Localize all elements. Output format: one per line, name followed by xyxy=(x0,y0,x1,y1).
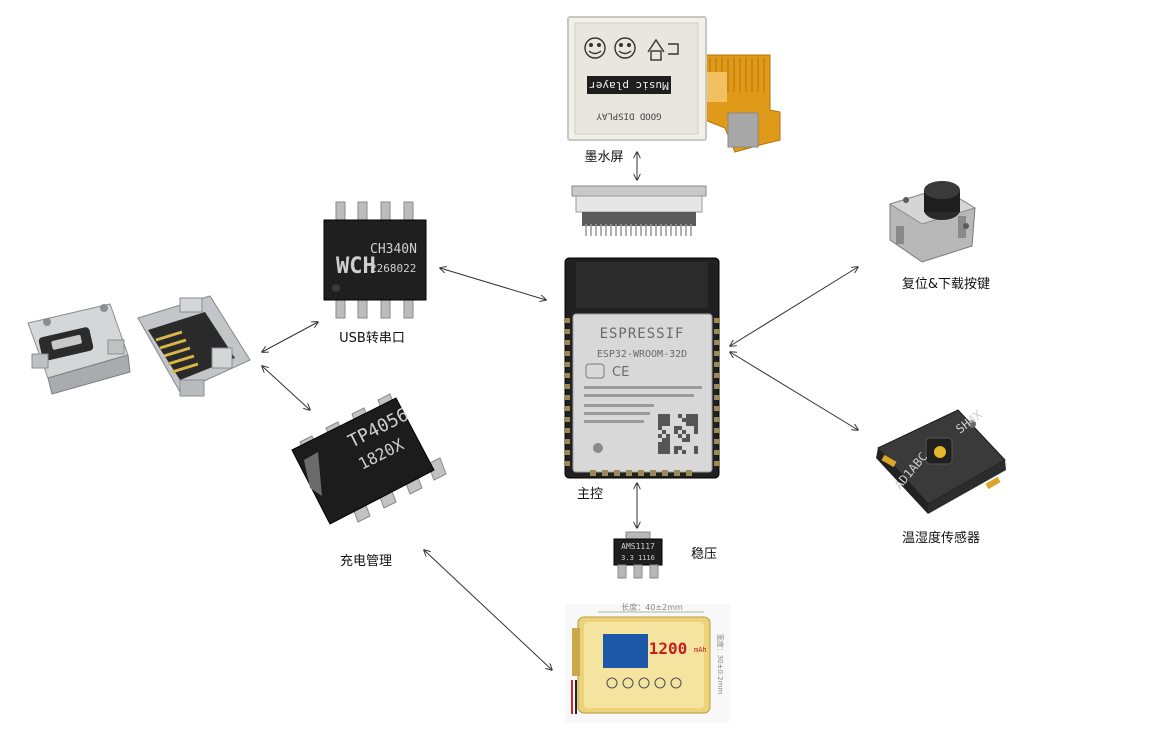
ch340-date: 2268022 xyxy=(370,262,416,275)
arrow-usbserial-mcu xyxy=(440,268,546,300)
regulator-label: 稳压 xyxy=(691,546,717,562)
usb-serial-label: USB转串口 xyxy=(339,331,405,346)
esp-model: ESP32-WROOM-32D xyxy=(597,349,687,360)
micro-usb-connector-image xyxy=(27,295,251,397)
svg-text:CE: CE xyxy=(612,365,629,380)
eink-display-image: Music player GOOD DISPLAY xyxy=(567,16,781,153)
arrow-usb-usbserial xyxy=(262,322,318,352)
connection-arrows xyxy=(262,152,858,670)
wifi-icon xyxy=(585,363,605,379)
lipo-battery-image: 1200 mAh 长度：40±2mm 宽度：30±0.2mm xyxy=(565,602,730,722)
smiley-icon xyxy=(584,37,606,59)
mcu-label: 主控 xyxy=(577,487,603,502)
fpc-connector-image xyxy=(571,185,707,236)
reset-download-button-label: 复位&下载按键 xyxy=(902,277,990,292)
eink-footer-text: GOOD DISPLAY xyxy=(596,111,662,121)
tactile-button-image xyxy=(888,181,977,263)
ch340-model: CH340N xyxy=(370,242,417,257)
ch340-logo: WCH xyxy=(336,254,376,279)
charger-label: 充电管理 xyxy=(340,553,392,569)
eink-banner-text: Music player xyxy=(589,79,669,92)
qr-code-icon xyxy=(658,414,698,454)
ams1117-regulator-image: AMS1117 3.3 1116 xyxy=(613,531,663,579)
battery-capacity: 1200 xyxy=(649,639,688,658)
tp4056-chip-image: TP4056 1820X xyxy=(291,393,447,525)
battery-length-dim: 长度：40±2mm xyxy=(621,602,683,612)
ams1117-rating: 3.3 1116 xyxy=(621,554,655,562)
sensor-label: 温湿度传感器 xyxy=(902,530,980,546)
ch340n-chip-image: WCH CH340N 2268022 xyxy=(323,201,427,319)
arrow-charger-battery xyxy=(424,550,552,670)
esp-brand: ESPRESSIF xyxy=(600,326,685,342)
arrow-usb-charger xyxy=(262,366,310,410)
esp32-module-image: ESPRESSIF ESP32-WROOM-32D CE xyxy=(564,257,720,479)
battery-width-dim: 宽度：30±0.2mm xyxy=(716,634,725,695)
arrow-mcu-button xyxy=(730,267,858,346)
ce-mark-icon: CE xyxy=(612,365,629,380)
home-icon xyxy=(647,38,679,61)
battery-certification-icons xyxy=(606,677,682,689)
eink-label: 墨水屏 xyxy=(584,150,623,165)
smiley-icon xyxy=(614,37,636,59)
battery-unit: mAh xyxy=(694,646,707,654)
arrow-mcu-sensor xyxy=(730,352,858,430)
ams1117-model: AMS1117 xyxy=(621,542,655,551)
humidity-sensor-image: SH4X AD1ABC xyxy=(876,407,1006,514)
